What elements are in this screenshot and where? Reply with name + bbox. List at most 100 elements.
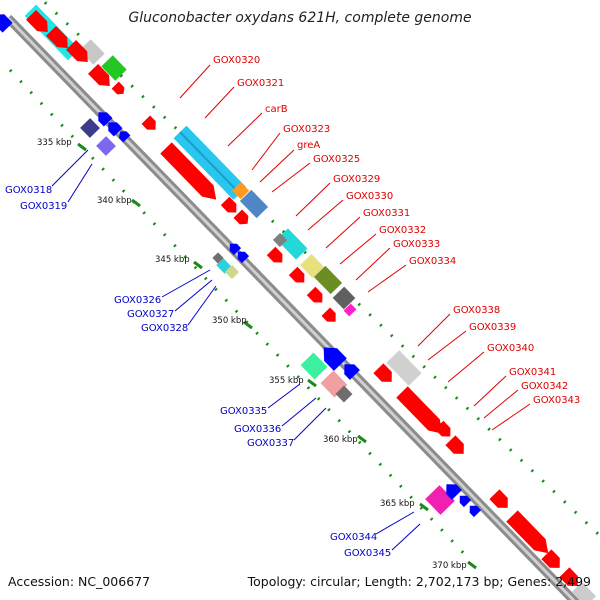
gene-label: GOX0336 [234,424,281,435]
gene-label: greA [297,140,320,151]
gene-blue-c[interactable] [116,128,131,143]
gene-red-c2[interactable] [288,266,309,287]
gene-label: GOX0341 [509,367,556,378]
gene-label: GOX0333 [393,239,440,250]
gene-label: GOX0334 [409,256,456,267]
gene-darkslate[interactable] [80,118,100,138]
reverse-leaders [51,149,421,551]
gene-blue-e[interactable] [234,248,250,264]
tick-label: 335 kbp [37,138,72,148]
gene-red-e1[interactable] [489,489,512,512]
gene-label: GOX0337 [247,438,294,449]
gene-red-d2[interactable] [434,420,455,441]
gene-label: GOX0338 [453,305,500,316]
gene-green-top[interactable] [101,55,127,81]
reverse-labels: GOX0318 GOX0319 GOX0326 GOX0327 GOX0328 … [5,185,391,559]
gene-red-small[interactable] [141,115,160,134]
tick-label: 345 kbp [155,255,190,265]
gene-label: GOX0323 [283,124,330,135]
gene-label: GOX0332 [379,225,426,236]
gene-blue-j[interactable] [466,502,482,518]
gene-label: GOX0331 [363,208,410,219]
gene-olive[interactable] [313,265,343,295]
gene-grey-mid[interactable] [272,232,288,248]
gene-steelblue[interactable] [239,189,269,219]
gene-magenta[interactable] [425,485,455,515]
gene-label: GOX0329 [333,174,380,185]
gene-red-top-e[interactable] [111,81,128,98]
gene-red-c3[interactable] [306,286,327,307]
gene-red-e2[interactable] [541,549,564,572]
tick-label: 355 kbp [269,376,304,386]
tick-labels: 335 kbp 340 kbp 345 kbp 350 kbp 355 kbp … [37,138,467,571]
gene-darkgrey[interactable] [332,286,356,310]
gene-grey-top[interactable] [79,39,105,65]
gene-label: GOX0344 [330,532,377,543]
gene-blue-g[interactable] [339,359,360,380]
gene-label: GOX0326 [114,295,161,306]
gene-label: GOX0325 [313,154,360,165]
gene-red-d1[interactable] [373,363,396,386]
gene-cyan-long[interactable] [173,125,247,200]
gene-label: GOX0343 [533,395,580,406]
gene-red-long-b[interactable] [396,386,448,439]
gene-red-top-b[interactable] [46,25,73,53]
gene-label: GOX0328 [141,323,188,334]
topology-text: Topology: circular; Length: 2,702,173 bp… [247,574,591,589]
gene-mediumspring[interactable] [300,352,328,380]
tick-marks [77,142,477,570]
accession-text: Accession: NC_006677 [8,574,150,589]
tick-label: 360 kbp [323,435,358,445]
gene-red-mid-b[interactable] [233,209,252,228]
tick-label: 365 kbp [380,499,415,509]
gene-blue-a[interactable] [94,108,113,127]
gene-label: GOX0340 [487,343,534,354]
tick-label: 350 kbp [212,316,247,326]
gene-label: GOX0320 [213,55,260,66]
gene-blue-b[interactable] [104,118,123,137]
gene-khaki-small[interactable] [224,264,240,280]
gene-lightgrey-bottom[interactable] [572,581,596,600]
tick-label: 370 kbp [432,561,467,571]
forward-leaders [179,64,531,431]
gene-red-top-d[interactable] [88,63,115,91]
gene-label: GOX0330 [346,191,393,202]
gene-orange[interactable] [232,182,250,200]
gene-blue-d[interactable] [226,240,242,256]
gene-darkgrey-b[interactable] [335,385,353,403]
gene-red-c1[interactable] [266,246,287,267]
gene-red-d3[interactable] [445,435,468,458]
gene-label: GOX0321 [237,78,284,89]
gene-label: GOX0319 [20,201,67,212]
gene-magenta-small[interactable] [343,303,357,317]
gene-label: carB [265,104,288,115]
gene-red-long-c[interactable] [506,510,554,558]
gene-blue-f[interactable] [317,341,347,371]
gene-label: GOX0339 [469,322,516,333]
gene-blue-edge[interactable] [0,10,13,33]
gene-khaki[interactable] [299,253,325,279]
gene-lightgrey[interactable] [386,350,422,386]
gene-red-top-c[interactable] [66,39,93,67]
gene-blue-i[interactable] [456,492,472,508]
map-title: Gluconobacter oxydans 621H, complete gen… [128,10,471,26]
forward-genes [24,4,596,600]
gene-red-long[interactable] [160,142,222,205]
reverse-genes [0,10,482,518]
gene-label: GOX0342 [521,381,568,392]
gene-slateblue[interactable] [96,136,116,156]
gene-red-mid-a[interactable] [220,196,241,217]
tick-label: 340 kbp [97,196,132,206]
gene-label: GOX0318 [5,185,52,196]
gene-blue-h[interactable] [441,479,462,500]
gene-label: GOX0327 [127,309,174,320]
gene-red-e3[interactable] [559,567,582,590]
gene-label: GOX0345 [344,548,391,559]
gene-red-c4[interactable] [321,307,340,326]
forward-labels: GOX0320 GOX0321 carB GOX0323 greA GOX032… [213,55,580,406]
gene-label: GOX0335 [220,406,267,417]
gene-cyan-mid[interactable] [276,228,308,260]
gene-red-top-a[interactable] [26,9,53,37]
